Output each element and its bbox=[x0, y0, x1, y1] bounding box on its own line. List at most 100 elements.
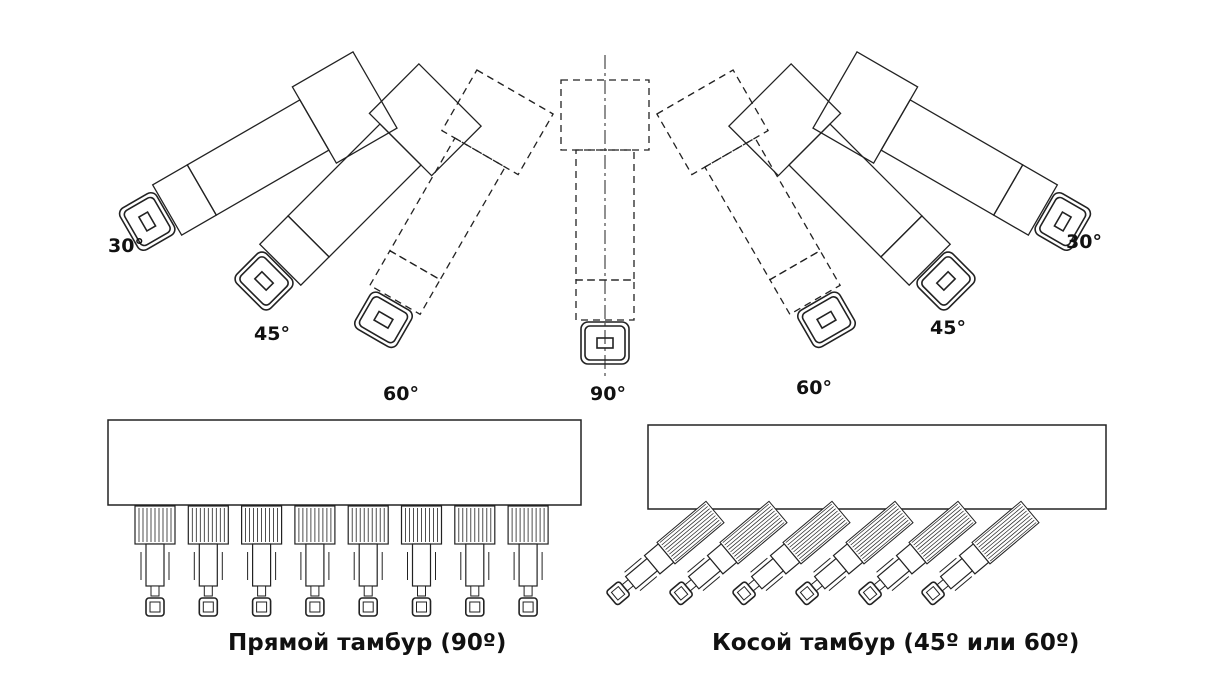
oblique-tip-inner bbox=[862, 585, 878, 601]
oblique-edge-left bbox=[813, 557, 831, 573]
oblique-edge-left bbox=[750, 557, 768, 573]
straight-drum-illustration bbox=[107, 419, 582, 617]
knife-tip-inner bbox=[256, 601, 268, 613]
knife-tip bbox=[145, 597, 165, 617]
hatch-line bbox=[665, 510, 712, 550]
knife-cartridge bbox=[916, 251, 976, 311]
knife-shank bbox=[305, 543, 325, 587]
hatch-line bbox=[976, 506, 1023, 546]
oblique-tip bbox=[669, 581, 693, 606]
holder-shank bbox=[880, 98, 1024, 217]
hatch-line bbox=[984, 515, 1031, 555]
oblique-edge-left bbox=[876, 557, 894, 573]
angle-fan bbox=[118, 51, 1092, 380]
holder-shank bbox=[287, 123, 422, 258]
hatch-line bbox=[923, 517, 970, 557]
knife-cartridge bbox=[234, 251, 294, 311]
knife-tip-inner bbox=[309, 601, 321, 613]
knife-cartridge-inner bbox=[239, 256, 289, 306]
knife-slot bbox=[253, 270, 275, 292]
knife-tip-inner bbox=[202, 601, 214, 613]
hatch-line bbox=[661, 506, 708, 546]
knife-neck bbox=[257, 585, 267, 597]
hatch-line bbox=[989, 522, 1037, 562]
oblique-tip-inner bbox=[799, 585, 815, 601]
oblique-edge-right bbox=[639, 576, 658, 591]
oblique-knife-1 bbox=[606, 500, 725, 606]
knife-cartridge-inner bbox=[801, 296, 852, 344]
hatch-line bbox=[789, 508, 836, 548]
holder-collar bbox=[368, 249, 442, 316]
hatch-line bbox=[722, 503, 769, 543]
knife-tip bbox=[198, 597, 219, 617]
hatch-line bbox=[974, 503, 1021, 543]
knife-shank bbox=[518, 543, 538, 587]
knife-tip-inner bbox=[416, 601, 427, 613]
knife-neck bbox=[150, 585, 160, 597]
hatch-line bbox=[854, 510, 901, 550]
straight-knife-5 bbox=[347, 505, 389, 617]
holder-head bbox=[291, 51, 398, 164]
straight-drum-body bbox=[107, 419, 582, 506]
holder-left-60 bbox=[353, 69, 554, 349]
hatch-line bbox=[785, 503, 832, 543]
hatch-line bbox=[797, 517, 844, 557]
holder-shank bbox=[788, 123, 923, 258]
knife-neck bbox=[310, 585, 320, 597]
hatch-line bbox=[850, 506, 897, 546]
straight-knife-8 bbox=[507, 505, 549, 617]
hatch-line bbox=[925, 519, 972, 560]
knife-shank bbox=[198, 543, 218, 587]
straight-knife-2 bbox=[187, 505, 229, 617]
hatch-line bbox=[724, 506, 771, 546]
hatch-line bbox=[982, 513, 1029, 553]
knife-slot bbox=[372, 310, 395, 330]
oblique-knife-2 bbox=[669, 500, 788, 606]
knife-tip-inner bbox=[149, 601, 161, 613]
knife-slot bbox=[137, 210, 157, 233]
knife-neck bbox=[523, 585, 533, 597]
knife-cartridge bbox=[118, 191, 176, 252]
hatch-line bbox=[737, 522, 785, 562]
holder-left-45 bbox=[234, 62, 483, 311]
holder-shank bbox=[186, 98, 330, 217]
knife-shank bbox=[145, 543, 165, 587]
knife-tip-inner bbox=[469, 601, 481, 613]
hatch-line bbox=[863, 522, 911, 562]
angle-label-right-45: 45° bbox=[930, 317, 966, 339]
holder-head bbox=[656, 69, 769, 176]
straight-knife-3 bbox=[241, 505, 283, 617]
hatch-line bbox=[911, 503, 958, 543]
hatch-line bbox=[978, 508, 1025, 548]
holder-right-30 bbox=[812, 51, 1092, 252]
hatch-line bbox=[988, 519, 1035, 560]
knife-tip bbox=[358, 597, 379, 617]
knife-cartridge-inner bbox=[358, 296, 409, 344]
knife-neck bbox=[203, 585, 213, 597]
oblique-drum-body bbox=[647, 424, 1107, 510]
knife-shank bbox=[465, 543, 485, 587]
oblique-edge-right bbox=[702, 576, 721, 591]
holder-head bbox=[368, 62, 483, 177]
oblique-tip bbox=[732, 581, 756, 606]
knife-tip bbox=[464, 597, 485, 617]
oblique-knife-6 bbox=[921, 500, 1040, 606]
oblique-tip-inner bbox=[736, 585, 752, 601]
knife-cartridge bbox=[1034, 191, 1092, 252]
oblique-edge-left bbox=[624, 557, 642, 573]
oblique-tip-inner bbox=[673, 585, 689, 601]
hatch-line bbox=[862, 519, 909, 560]
hatch-line bbox=[730, 513, 777, 553]
oblique-edge-right bbox=[828, 576, 847, 591]
knife-neck bbox=[417, 585, 426, 597]
angle-label-left-30: 30° bbox=[108, 235, 144, 257]
knife-tip-inner bbox=[362, 601, 374, 613]
holder-right-45 bbox=[727, 62, 976, 311]
knife-cartridge-inner bbox=[123, 196, 171, 247]
hatch-line bbox=[667, 513, 714, 553]
hatch-line bbox=[860, 517, 907, 557]
straight-knife-1 bbox=[134, 505, 176, 617]
hatch-line bbox=[728, 510, 775, 550]
oblique-knife-4 bbox=[795, 500, 914, 606]
oblique-tip bbox=[921, 581, 945, 606]
